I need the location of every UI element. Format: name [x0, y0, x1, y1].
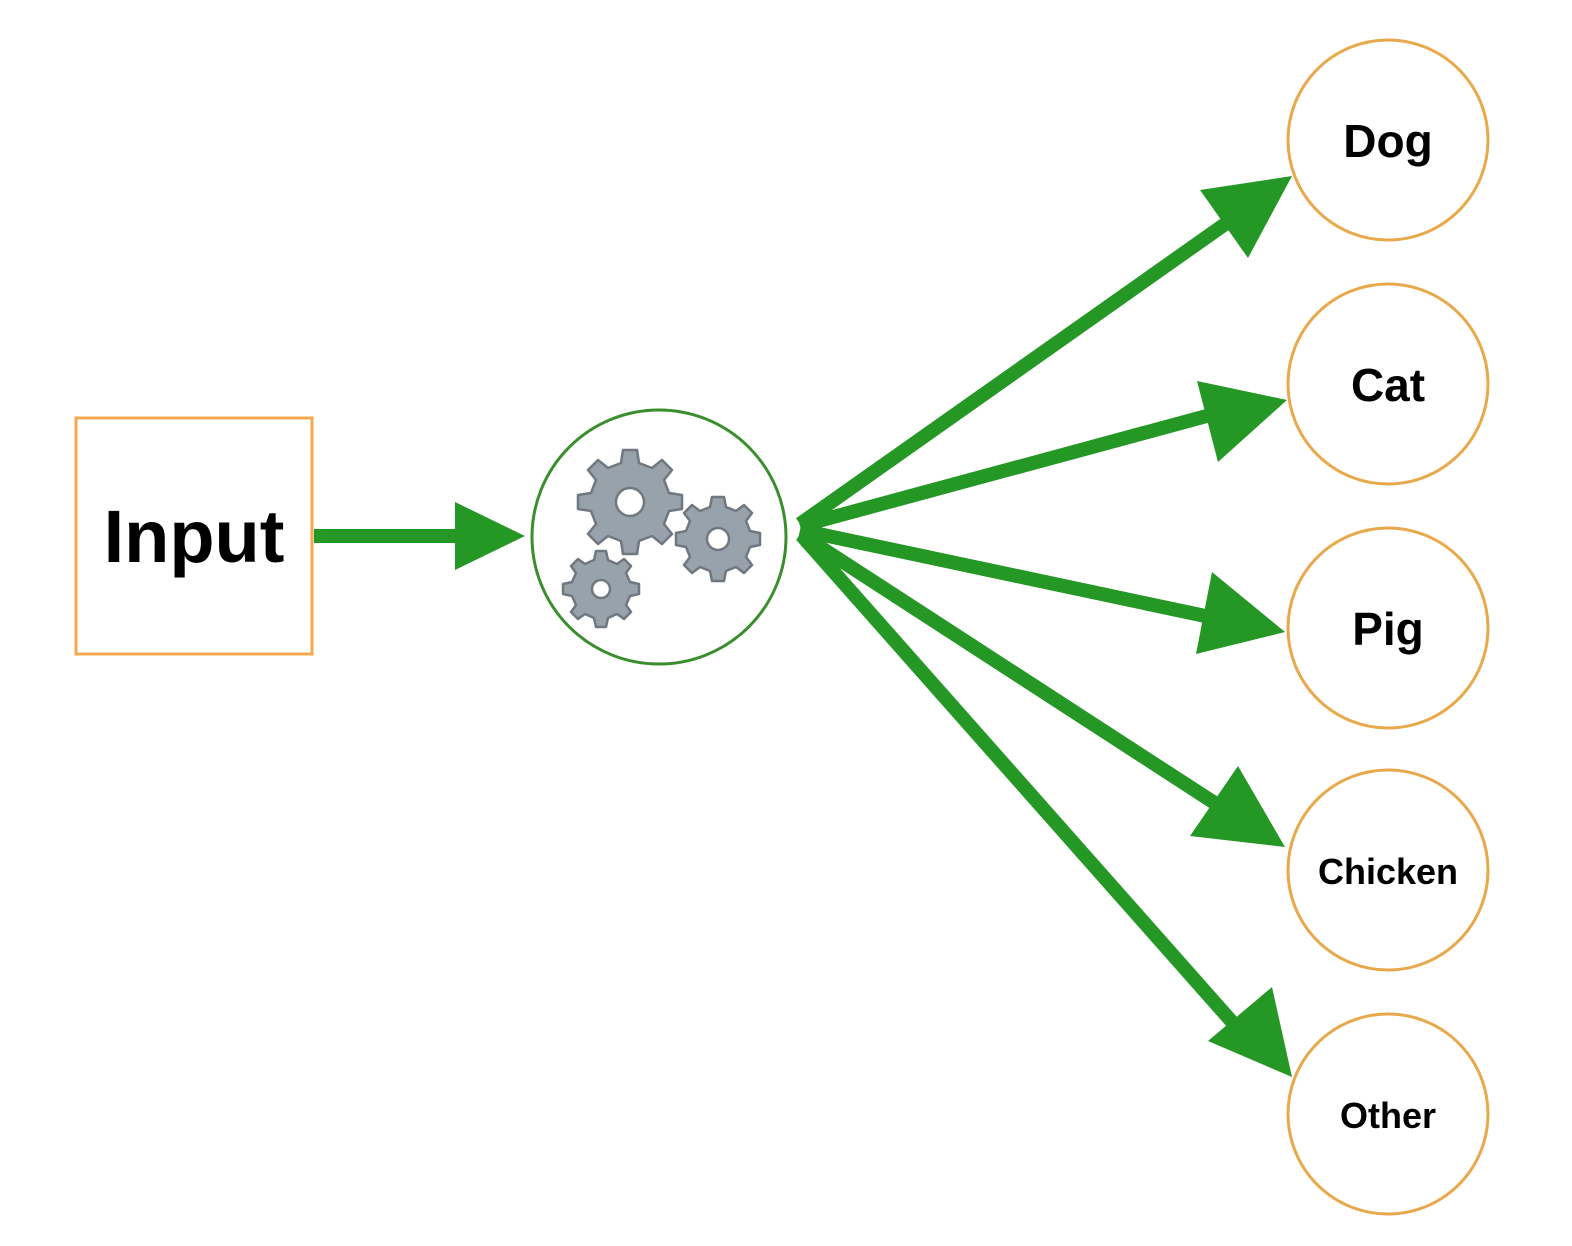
output-circle	[1286, 768, 1490, 972]
output-label-chicken: Chicken	[1318, 851, 1458, 892]
arrow-to-dog	[795, 176, 1292, 530]
input-box	[74, 416, 314, 656]
arrow-to-other	[796, 531, 1292, 1077]
output-circle	[1286, 526, 1490, 730]
output-label-dog: Dog	[1343, 115, 1432, 167]
output-label-pig: Pig	[1352, 603, 1424, 655]
arrow-to-cat	[798, 381, 1287, 533]
output-circle	[1286, 1012, 1490, 1216]
processor-node	[530, 408, 788, 666]
output-node-cat: Cat	[1286, 282, 1490, 486]
output-label-cat: Cat	[1351, 359, 1425, 411]
output-arrows	[795, 176, 1292, 1077]
output-node-other: Other	[1286, 1012, 1490, 1216]
arrow-to-pig	[798, 523, 1285, 654]
output-node-dog: Dog	[1286, 38, 1490, 242]
output-node-pig: Pig	[1286, 526, 1490, 730]
arrow-to-chicken	[796, 528, 1285, 847]
input-arrow	[314, 502, 525, 570]
output-node-chicken: Chicken	[1286, 768, 1490, 972]
output-circle	[1286, 282, 1490, 486]
gears-icon	[561, 448, 762, 629]
output-label-other: Other	[1340, 1095, 1436, 1136]
input-label: Input	[104, 495, 285, 578]
output-circle	[1286, 38, 1490, 242]
input-node: Input	[74, 416, 314, 656]
